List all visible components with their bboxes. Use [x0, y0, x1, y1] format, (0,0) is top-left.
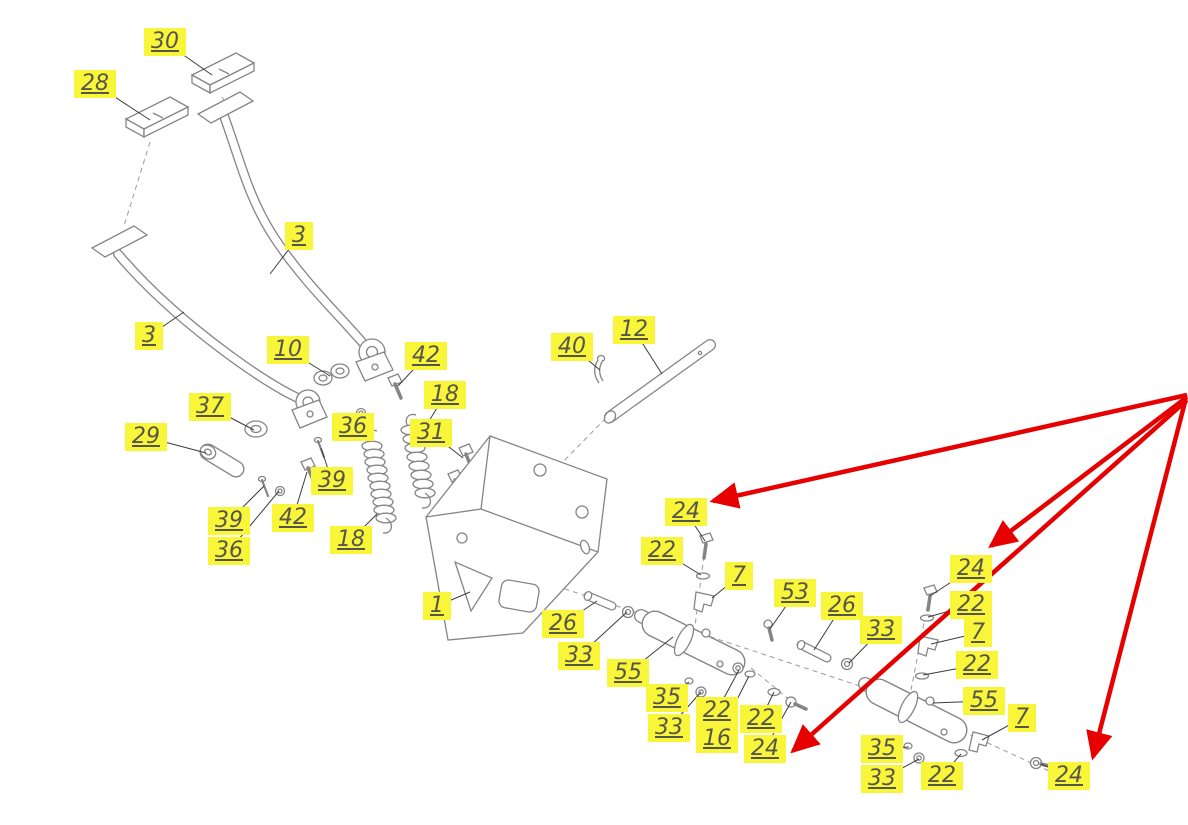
part-label-30-0[interactable]: 30: [144, 28, 186, 56]
part-label-35-40[interactable]: 35: [861, 735, 903, 763]
part-label-22-30[interactable]: 22: [696, 697, 738, 725]
part-label-26-23[interactable]: 26: [821, 592, 863, 620]
part-label-24-34[interactable]: 24: [950, 555, 992, 583]
part-label-7-36[interactable]: 7: [964, 619, 992, 647]
pedal-pad-28: [124, 96, 190, 139]
part-label-24-33[interactable]: 24: [744, 735, 786, 763]
part-label-22-35[interactable]: 22: [950, 591, 992, 619]
part-label-55-38[interactable]: 55: [963, 687, 1005, 715]
part-label-22-20[interactable]: 22: [641, 537, 683, 565]
part-label-33-29[interactable]: 33: [648, 714, 690, 742]
pedal-arm-right: [196, 91, 394, 382]
part-label-33-41[interactable]: 33: [861, 765, 903, 793]
pedal-arm-left: [90, 225, 328, 429]
part-label-36-10[interactable]: 36: [332, 413, 374, 441]
part-label-55-26[interactable]: 55: [607, 659, 649, 687]
part-label-37-8[interactable]: 37: [189, 393, 231, 421]
part-label-22-37[interactable]: 22: [956, 651, 998, 679]
part-label-28-1[interactable]: 28: [74, 70, 116, 98]
part-label-7-39[interactable]: 7: [1008, 704, 1036, 732]
part-label-33-25[interactable]: 33: [558, 642, 600, 670]
part-label-36-16[interactable]: 36: [208, 537, 250, 565]
part-label-24-19[interactable]: 24: [665, 498, 707, 526]
mounting-bracket-1: [425, 435, 608, 641]
part-label-18-11[interactable]: 18: [424, 381, 466, 409]
spacer-29: [199, 443, 245, 478]
part-label-7-21[interactable]: 7: [725, 562, 753, 590]
part-label-31-12[interactable]: 31: [410, 419, 452, 447]
part-label-29-9[interactable]: 29: [125, 423, 167, 451]
part-label-39-15[interactable]: 39: [208, 507, 250, 535]
part-label-42-5[interactable]: 42: [405, 342, 447, 370]
part-label-53-22[interactable]: 53: [774, 579, 816, 607]
spring-18-left: [361, 429, 397, 534]
part-label-24-43[interactable]: 24: [1048, 762, 1090, 790]
part-label-33-27[interactable]: 33: [860, 616, 902, 644]
part-label-42-14[interactable]: 42: [272, 504, 314, 532]
push-rod-12: [603, 339, 716, 424]
part-label-16-31[interactable]: 16: [696, 725, 738, 753]
part-label-35-28[interactable]: 35: [646, 684, 688, 712]
part-label-1-18[interactable]: 1: [423, 592, 451, 620]
part-label-26-24[interactable]: 26: [542, 610, 584, 638]
part-label-18-17[interactable]: 18: [330, 526, 372, 554]
part-label-22-32[interactable]: 22: [740, 705, 782, 733]
part-label-39-13[interactable]: 39: [311, 467, 353, 495]
part-label-3-3[interactable]: 3: [135, 322, 163, 350]
part-label-22-42[interactable]: 22: [921, 762, 963, 790]
part-label-10-4[interactable]: 10: [267, 336, 309, 364]
part-label-12-7[interactable]: 12: [613, 316, 655, 344]
part-label-40-6[interactable]: 40: [551, 333, 593, 361]
pedal-pad-30: [190, 52, 256, 95]
part-label-3-2[interactable]: 3: [285, 222, 313, 250]
